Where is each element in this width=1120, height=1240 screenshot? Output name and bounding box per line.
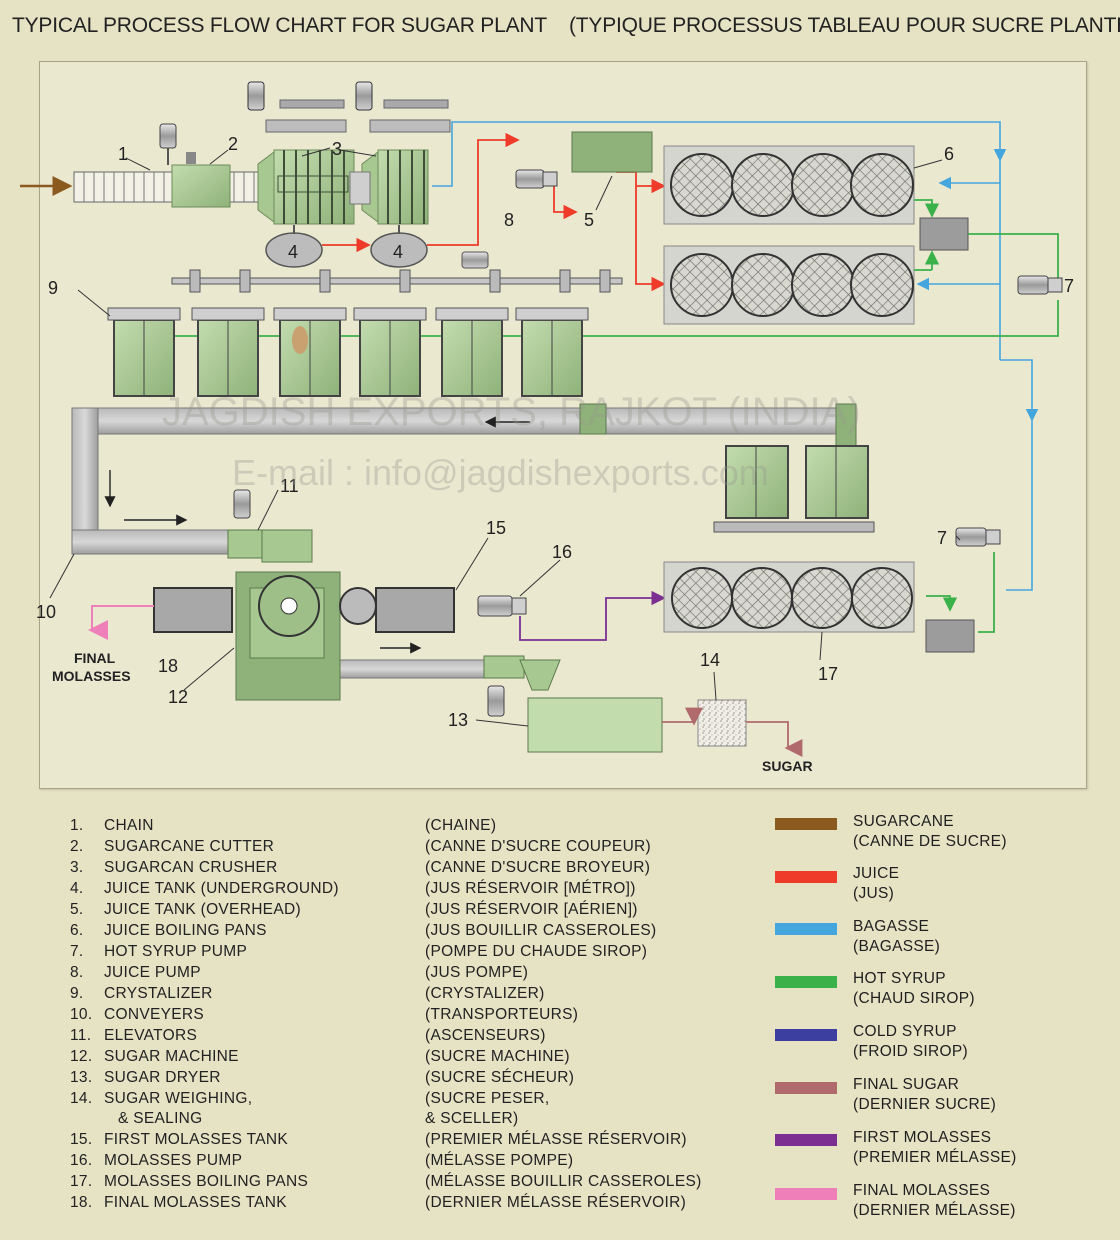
- callout-leaders: [49, 147, 961, 727]
- first-molasses-flow: [519, 590, 666, 641]
- juice-boiling-pans-upper: [663, 145, 915, 225]
- final-molasses-tank: [153, 587, 233, 633]
- label-14: 14: [700, 650, 720, 670]
- sugar-dryer: [483, 655, 663, 753]
- label-6: 6: [944, 144, 954, 164]
- label-1: 1: [118, 144, 128, 164]
- juice-boiling-pans-lower: [663, 245, 915, 325]
- juice-tank-overhead: [571, 131, 653, 173]
- juice-flow: [322, 132, 666, 292]
- sugar-weighing-sealing: [697, 699, 747, 747]
- crystalizer-3: [273, 307, 347, 397]
- label-4b: 4: [393, 242, 403, 262]
- label-10: 10: [36, 602, 56, 622]
- final-molasses-flow: [88, 605, 154, 640]
- label-5: 5: [584, 210, 594, 230]
- crystalizer-4: [353, 307, 427, 397]
- label-15: 15: [486, 518, 506, 538]
- page-title: TYPICAL PROCESS FLOW CHART FOR SUGAR PLA…: [12, 14, 1120, 38]
- label-13: 13: [448, 710, 468, 730]
- title-french: (TYPIQUE PROCESSUS TABLEAU POUR SUCRE PL…: [568, 14, 1120, 37]
- crystalizer-1: [107, 307, 181, 397]
- label-3: 3: [332, 139, 342, 159]
- watermark-company: JAGDISH EXPORTS, RAJKOT (INDIA): [162, 390, 861, 434]
- hot-syrup-pump-1: [1017, 275, 1063, 295]
- label-7b: 7: [937, 528, 947, 548]
- sugarcane-cutter: [159, 123, 231, 208]
- title-english: TYPICAL PROCESS FLOW CHART FOR SUGAR PLA…: [12, 14, 547, 37]
- label-4a: 4: [288, 242, 298, 262]
- conveyor-direction-arrows: [104, 416, 530, 654]
- juice-tank-underground-1: [265, 225, 323, 268]
- juice-pump: [515, 169, 558, 189]
- molasses-pump: [477, 595, 527, 617]
- final-molasses-label-line1: FINAL: [74, 650, 116, 666]
- elevator: [227, 489, 313, 563]
- label-8: 8: [504, 210, 514, 230]
- bagasse-flow: [432, 121, 1039, 591]
- hot-syrup-collector: [919, 217, 969, 251]
- label-7a: 7: [1064, 276, 1074, 296]
- label-12: 12: [168, 687, 188, 707]
- label-11: 11: [280, 476, 299, 496]
- hot-syrup-pump-2: [955, 527, 1001, 547]
- crusher-connector: [349, 171, 371, 205]
- label-2: 2: [228, 134, 238, 154]
- crystalizer-2: [191, 307, 265, 397]
- final-molasses-label-line2: MOLASSES: [52, 668, 131, 684]
- cooling-crystalizers: [713, 445, 875, 533]
- sugarcane-crusher-2: [355, 81, 451, 225]
- sugar-machine: [235, 571, 377, 701]
- label-17: 17: [818, 664, 838, 684]
- sugar-output-label: SUGAR: [762, 758, 813, 774]
- crystalizer-5: [435, 307, 509, 397]
- conveyor-pipes: [71, 403, 857, 679]
- first-molasses-tank: [375, 587, 455, 633]
- chain-conveyor: [73, 171, 265, 203]
- watermark-email: E-mail : info@jagdishexports.com: [232, 452, 769, 493]
- molasses-boiling-pans: [663, 561, 915, 633]
- sugar-flows: [662, 707, 803, 757]
- crystalizer-6: [515, 307, 589, 397]
- crystalizer-drive-shafts: [171, 251, 623, 293]
- label-9: 9: [48, 278, 58, 298]
- label-16: 16: [552, 542, 572, 562]
- juice-tank-underground-2: [370, 225, 428, 268]
- molasses-collector: [925, 619, 975, 653]
- label-18: 18: [158, 656, 178, 676]
- crystalizer-row: [107, 307, 589, 397]
- sugarcane-crusher-1: [247, 81, 355, 225]
